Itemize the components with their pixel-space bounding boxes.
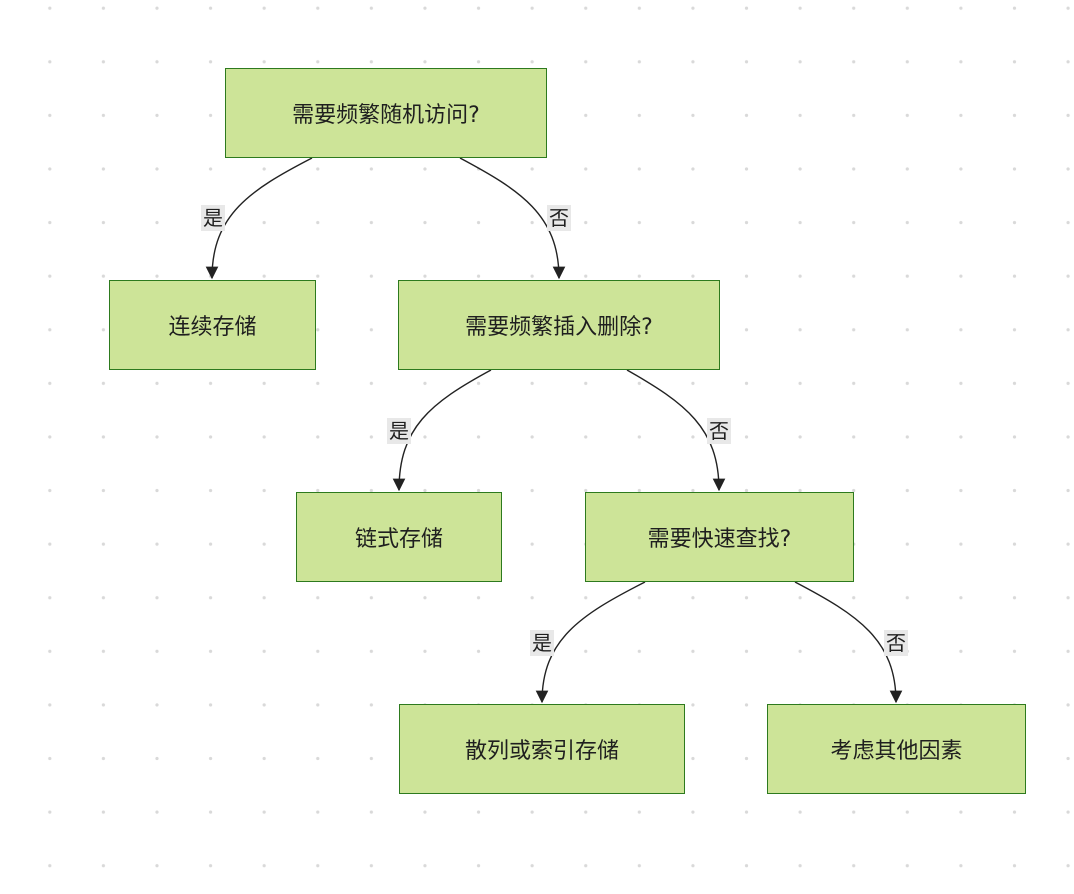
edge-label-q3-r3: 是	[530, 630, 554, 656]
edge-q2-q3	[626, 369, 726, 492]
node-hash-or-index-storage[interactable]: 散列或索引存储	[399, 704, 685, 794]
edge-q3-r4	[794, 581, 903, 704]
node-insert-delete-question[interactable]: 需要频繁插入删除?	[398, 280, 720, 370]
edge-q1-q2	[459, 157, 566, 280]
node-fast-lookup-question[interactable]: 需要快速查找?	[585, 492, 854, 582]
edge-label-q2-q3: 否	[707, 418, 731, 444]
node-random-access-question[interactable]: 需要频繁随机访问?	[225, 68, 547, 158]
edge-q1-r1	[205, 157, 313, 280]
node-linked-storage[interactable]: 链式存储	[296, 492, 502, 582]
edge-label-q2-r2: 是	[387, 418, 411, 444]
edge-q2-r2	[392, 369, 492, 492]
edge-label-q1-q2: 否	[547, 205, 571, 231]
node-contiguous-storage[interactable]: 连续存储	[109, 280, 316, 370]
edge-label-q1-r1: 是	[201, 205, 225, 231]
edge-q3-r3	[535, 581, 646, 704]
edge-label-q3-r4: 否	[884, 630, 908, 656]
node-other-factors[interactable]: 考虑其他因素	[767, 704, 1026, 794]
